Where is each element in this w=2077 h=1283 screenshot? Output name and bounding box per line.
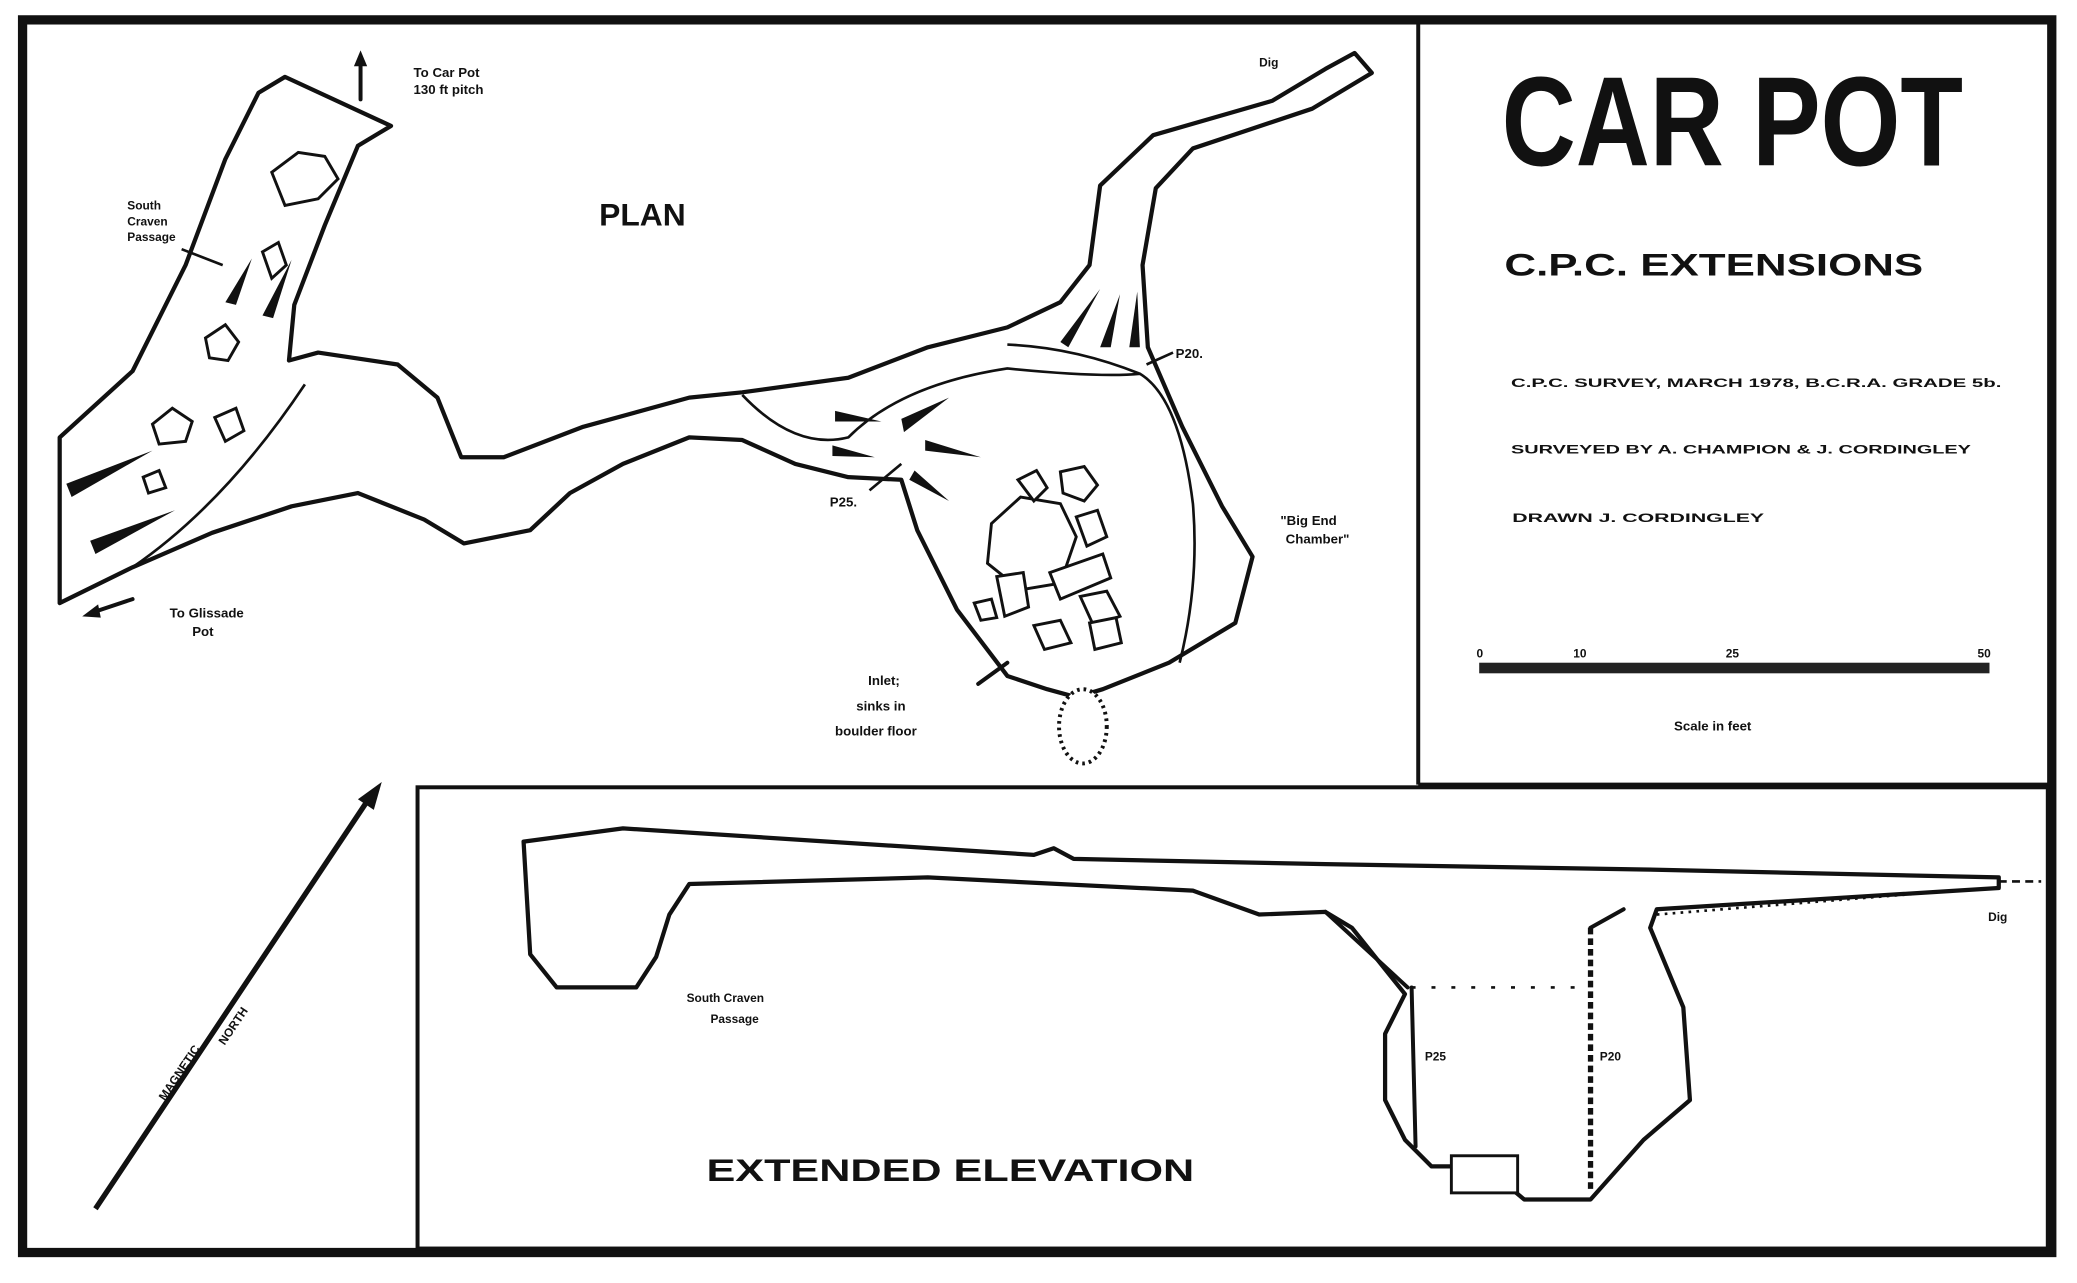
to-glissade-label: To Glissade [170, 606, 244, 621]
scale-tick-0: 0 [1477, 646, 1484, 660]
north-label-magnetic: MAGNETIC [156, 1042, 203, 1103]
inlet-label-3: boulder floor [835, 724, 917, 739]
north-arrow: MAGNETIC NORTH [93, 781, 382, 1211]
boulders [141, 150, 1124, 652]
p25-pitch-line [1409, 985, 1418, 1149]
south-craven-label-2: Craven [127, 214, 167, 228]
p20-label: P20. [1176, 346, 1203, 361]
p20-rope [1588, 907, 1626, 930]
to-glissade-arrow [90, 597, 135, 615]
plan-view: PLAN To Car Pot 130 ft pitch South Crave… [57, 50, 1374, 766]
elevation-south-craven-label: South Craven [687, 991, 764, 1005]
elevation-south-craven-label-2: Passage [710, 1012, 759, 1026]
to-car-pot-label: To Car Pot [414, 65, 481, 80]
north-arrow-shaft [93, 793, 374, 1211]
drawn-by: DRAWN J. CORDINGLEY [1512, 511, 1764, 525]
upper-ledge [1007, 343, 1141, 375]
scale-bar [1479, 662, 1990, 674]
survey-line: C.P.C. SURVEY, MARCH 1978, B.C.R.A. GRAD… [1511, 376, 2001, 390]
p20-leader [1145, 351, 1174, 366]
p25-rope [1323, 909, 1410, 990]
elevation-heading: EXTENDED ELEVATION [706, 1152, 1194, 1188]
arrow-up-icon [353, 50, 368, 67]
p25-leader [868, 462, 903, 492]
outer-border [17, 15, 2057, 1258]
elevation-boulder [1449, 1154, 1520, 1195]
inlet-label-2: sinks in [856, 698, 905, 713]
south-craven-ledge [131, 383, 306, 569]
south-craven-leader [181, 247, 224, 267]
big-end-label-2: Chamber" [1286, 531, 1350, 546]
south-craven-label-3: Passage [127, 230, 176, 244]
scale-tick-25: 25 [1726, 646, 1740, 660]
big-end-label: "Big End [1280, 513, 1336, 528]
elevation-view: EXTENDED ELEVATION South Craven Passage … [521, 826, 2042, 1202]
plan-passage-outline [57, 50, 1374, 700]
scale-caption: Scale in feet [1674, 718, 1752, 733]
chamber-ledge-line [741, 367, 1196, 664]
elevation-dig-label: Dig [1988, 910, 2007, 924]
arrow-left-icon [82, 604, 101, 618]
to-glissade-label-2: Pot [192, 624, 214, 639]
inlet-sump [1057, 687, 1109, 766]
elevation-frame [415, 785, 2050, 1251]
scale-tick-10: 10 [1573, 646, 1587, 660]
inlet-label: Inlet; [868, 673, 900, 688]
north-label-north: NORTH [216, 1005, 251, 1048]
p25-label: P25. [830, 494, 857, 509]
scale-tick-50: 50 [1978, 646, 1992, 660]
elevation-p20-label: P20 [1600, 1049, 1622, 1063]
plan-heading: PLAN [599, 196, 686, 232]
map-title: CAR POT [1502, 51, 1963, 193]
inlet-leader [976, 660, 1010, 686]
title-block: CAR POT C.P.C. EXTENSIONS C.P.C. SURVEY,… [1477, 51, 2002, 734]
to-car-pot-label-2: 130 ft pitch [414, 82, 484, 97]
surveyed-by: SURVEYED BY A. CHAMPION & J. CORDINGLEY [1511, 442, 1971, 456]
elevation-p25-label: P25 [1425, 1049, 1447, 1063]
south-craven-label: South [127, 198, 161, 212]
dig-label: Dig [1259, 55, 1278, 69]
map-subtitle: C.P.C. EXTENSIONS [1504, 247, 1923, 283]
north-arrow-head-icon [357, 781, 382, 810]
